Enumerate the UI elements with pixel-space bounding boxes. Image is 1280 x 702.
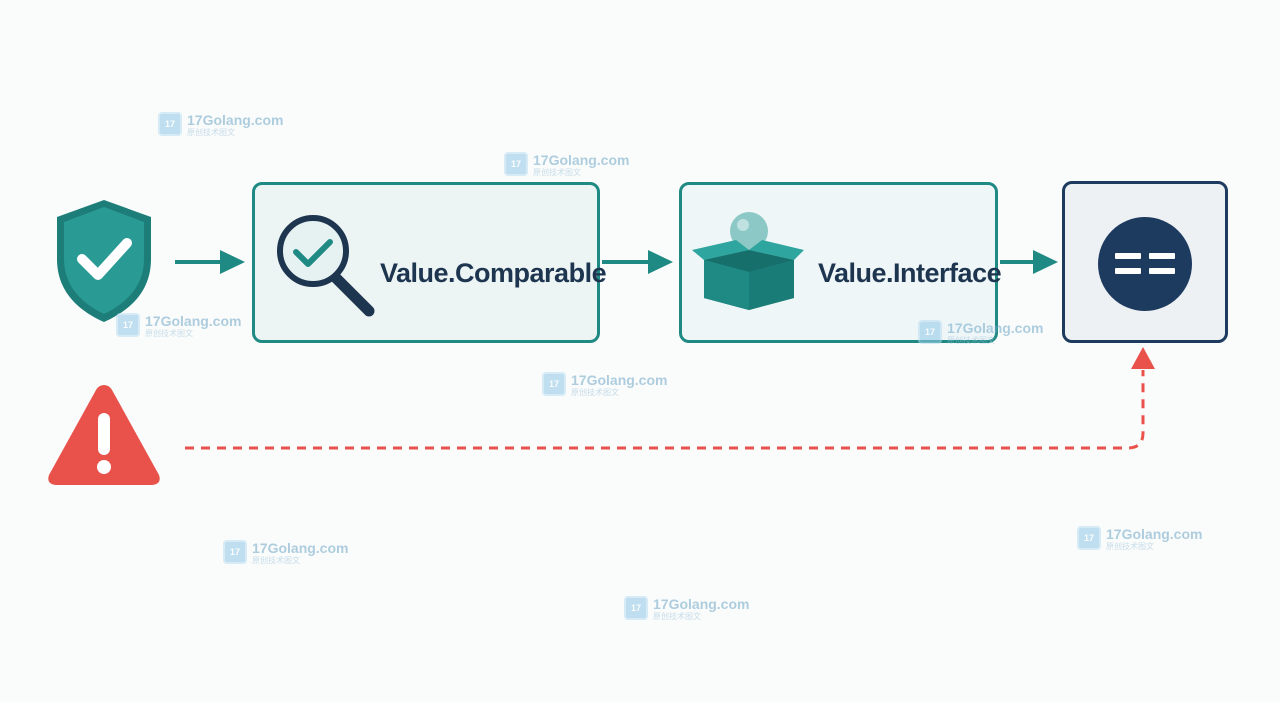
watermark-text: 17Golang.com (1106, 526, 1203, 542)
node-label-comparable: Value.Comparable (380, 258, 607, 288)
watermark-text: 17Golang.com (145, 313, 242, 329)
watermark-text: 17Golang.com (533, 152, 630, 168)
equals-icon (1097, 216, 1193, 317)
watermark-logo-icon: 17 (116, 313, 140, 337)
edge-comparable-to-interface (602, 250, 673, 274)
warning-triangle-icon (45, 381, 163, 494)
watermark: 17 17Golang.com 原创技术图文 (504, 152, 629, 178)
watermark-subtext: 原创技术图文 (145, 329, 193, 338)
watermark-subtext: 原创技术图文 (571, 388, 619, 397)
watermark-logo-icon: 17 (504, 152, 528, 176)
edge-shield-to-comparable (175, 250, 245, 274)
watermark: 17 17Golang.com 原创技术图文 (624, 596, 749, 622)
watermark-logo-icon: 17 (1077, 526, 1101, 550)
node-label-interface: Value.Interface (818, 258, 1002, 288)
edge-warning-to-equals-dashed (185, 347, 1155, 450)
magnifier-check-icon (273, 211, 379, 324)
open-box-icon (692, 210, 804, 319)
watermark-logo-icon: 17 (223, 540, 247, 564)
watermark: 17 17Golang.com 原创技术图文 (918, 320, 1043, 346)
watermark: 17 17Golang.com 原创技术图文 (116, 313, 241, 339)
watermark-subtext: 原创技术图文 (252, 556, 300, 565)
watermark-text: 17Golang.com (252, 540, 349, 556)
watermark: 17 17Golang.com 原创技术图文 (1077, 526, 1202, 552)
watermark-logo-icon: 17 (158, 112, 182, 136)
watermark: 17 17Golang.com 原创技术图文 (223, 540, 348, 566)
watermark-text: 17Golang.com (187, 112, 284, 128)
watermark-logo-icon: 17 (918, 320, 942, 344)
watermark-subtext: 原创技术图文 (1106, 542, 1154, 551)
watermark-subtext: 原创技术图文 (653, 612, 701, 621)
watermark-text: 17Golang.com (947, 320, 1044, 336)
watermark-text: 17Golang.com (571, 372, 668, 388)
watermark-subtext: 原创技术图文 (187, 128, 235, 137)
watermark-text: 17Golang.com (653, 596, 750, 612)
watermark-subtext: 原创技术图文 (533, 168, 581, 177)
watermark-subtext: 原创技术图文 (947, 336, 995, 345)
watermark: 17 17Golang.com 原创技术图文 (158, 112, 283, 138)
watermark-logo-icon: 17 (624, 596, 648, 620)
watermark-logo-icon: 17 (542, 372, 566, 396)
edge-interface-to-equals (1000, 250, 1058, 274)
node-equals (1062, 181, 1228, 343)
watermark: 17 17Golang.com 原创技术图文 (542, 372, 667, 398)
shield-check-icon (54, 197, 154, 330)
